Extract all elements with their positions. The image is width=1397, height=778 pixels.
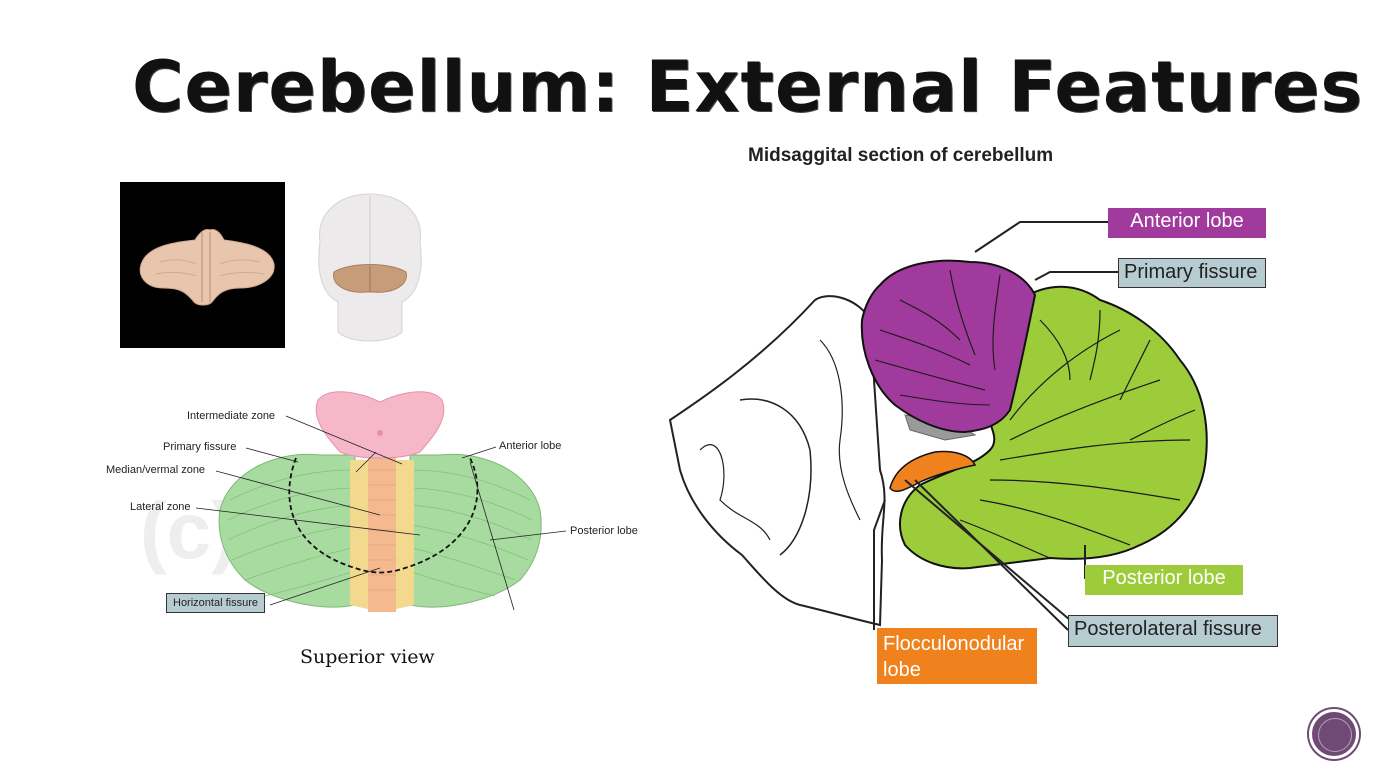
- label-flocculonodular-line1: Flocculonodular: [883, 633, 1025, 655]
- label-posterior-lobe: Posterior lobe: [1085, 565, 1243, 595]
- label-intermediate-zone: Intermediate zone: [187, 410, 276, 422]
- midsagittal-diagram: [668, 221, 1208, 631]
- label-posterior-lobe-superior: Posterior lobe: [570, 525, 638, 537]
- superior-view-caption: Superior view: [300, 646, 435, 668]
- midsagittal-title: Midsaggital section of cerebellum: [748, 145, 1054, 166]
- label-flocculonodular-lobe: Flocculonodular lobe: [877, 628, 1037, 684]
- brain-posterior-view-image: [290, 182, 450, 348]
- label-flocculonodular-line2: lobe: [883, 659, 921, 681]
- cerebellum-3d-image: [120, 182, 285, 348]
- label-anterior-lobe-superior: Anterior lobe: [499, 440, 562, 452]
- label-posterolateral-fissure: Posterolateral fissure: [1068, 615, 1278, 647]
- label-primary-fissure: Primary fissure: [1118, 258, 1266, 288]
- nav-inner-ring: [1318, 718, 1352, 752]
- label-anterior-lobe: Anterior lobe: [1108, 208, 1266, 238]
- label-primary-fissure-superior: Primary fissure: [163, 441, 237, 453]
- slide-title: Cerebellum: External Features: [132, 46, 1364, 128]
- label-lateral-zone: Lateral zone: [130, 501, 191, 513]
- label-horizontal-fissure: Horizontal fissure: [166, 593, 265, 613]
- slide-nav-circle-icon[interactable]: [1309, 709, 1359, 759]
- label-median-vermal-zone: Median/vermal zone: [106, 464, 206, 476]
- superior-view-diagram: (c): [140, 391, 567, 612]
